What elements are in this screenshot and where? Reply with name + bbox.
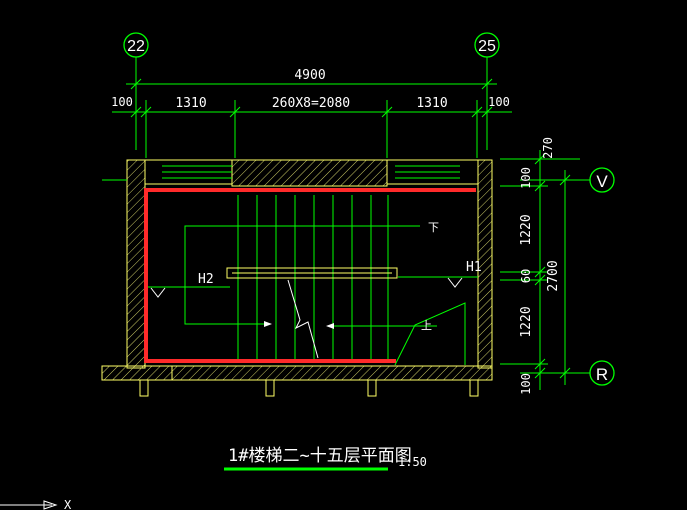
label-h1: H1 — [466, 260, 482, 275]
drawing-title: 1#楼梯二~十五层平面图 — [228, 446, 412, 466]
axis-label-r: R — [596, 365, 608, 384]
axis-bubble-25: 25 — [474, 32, 500, 58]
dim-left-span: 1310 — [175, 96, 206, 111]
dim-v-c: 60 — [519, 269, 533, 283]
dimension-top — [112, 78, 512, 158]
drawing-scale: 1:50 — [398, 455, 427, 469]
walls — [101, 159, 493, 397]
dim-v-e: 100 — [519, 373, 533, 395]
dim-right-span: 1310 — [416, 96, 447, 111]
dim-v-b: 1220 — [519, 214, 534, 245]
red-outline — [144, 188, 476, 363]
axis-label-25: 25 — [478, 38, 496, 55]
break-line — [287, 279, 319, 359]
label-up: 上 — [421, 319, 432, 332]
dim-v-a: 100 — [519, 167, 533, 189]
axis-label-v: V — [596, 172, 608, 191]
dim-v-total: 2700 — [546, 260, 561, 291]
label-h2: H2 — [198, 272, 214, 287]
dim-overall: 4900 — [294, 68, 325, 83]
dim-middle-span: 260X8=2080 — [272, 96, 350, 111]
axis-bubble-v: V — [589, 167, 615, 193]
handrail — [226, 267, 398, 279]
arrow-right-flight — [326, 323, 334, 329]
label-down: 下 — [428, 221, 439, 234]
axis-bubble-r: R — [589, 360, 615, 386]
axis-lines — [135, 57, 590, 374]
level-marker-h1 — [447, 277, 463, 288]
ucs-icon: X — [0, 498, 72, 510]
axis-bubble-22: 22 — [123, 32, 149, 58]
dimension-right — [500, 150, 580, 390]
arrow-left-flight — [264, 321, 272, 327]
dim-left-edge: 100 — [111, 95, 133, 109]
level-marker-h2 — [150, 287, 166, 298]
ucs-x-label: X — [64, 498, 72, 510]
dim-v-d: 1220 — [519, 306, 534, 337]
dim-v-top: 270 — [541, 137, 555, 159]
dim-right-edge: 100 — [488, 95, 510, 109]
axis-label-22: 22 — [127, 38, 145, 55]
